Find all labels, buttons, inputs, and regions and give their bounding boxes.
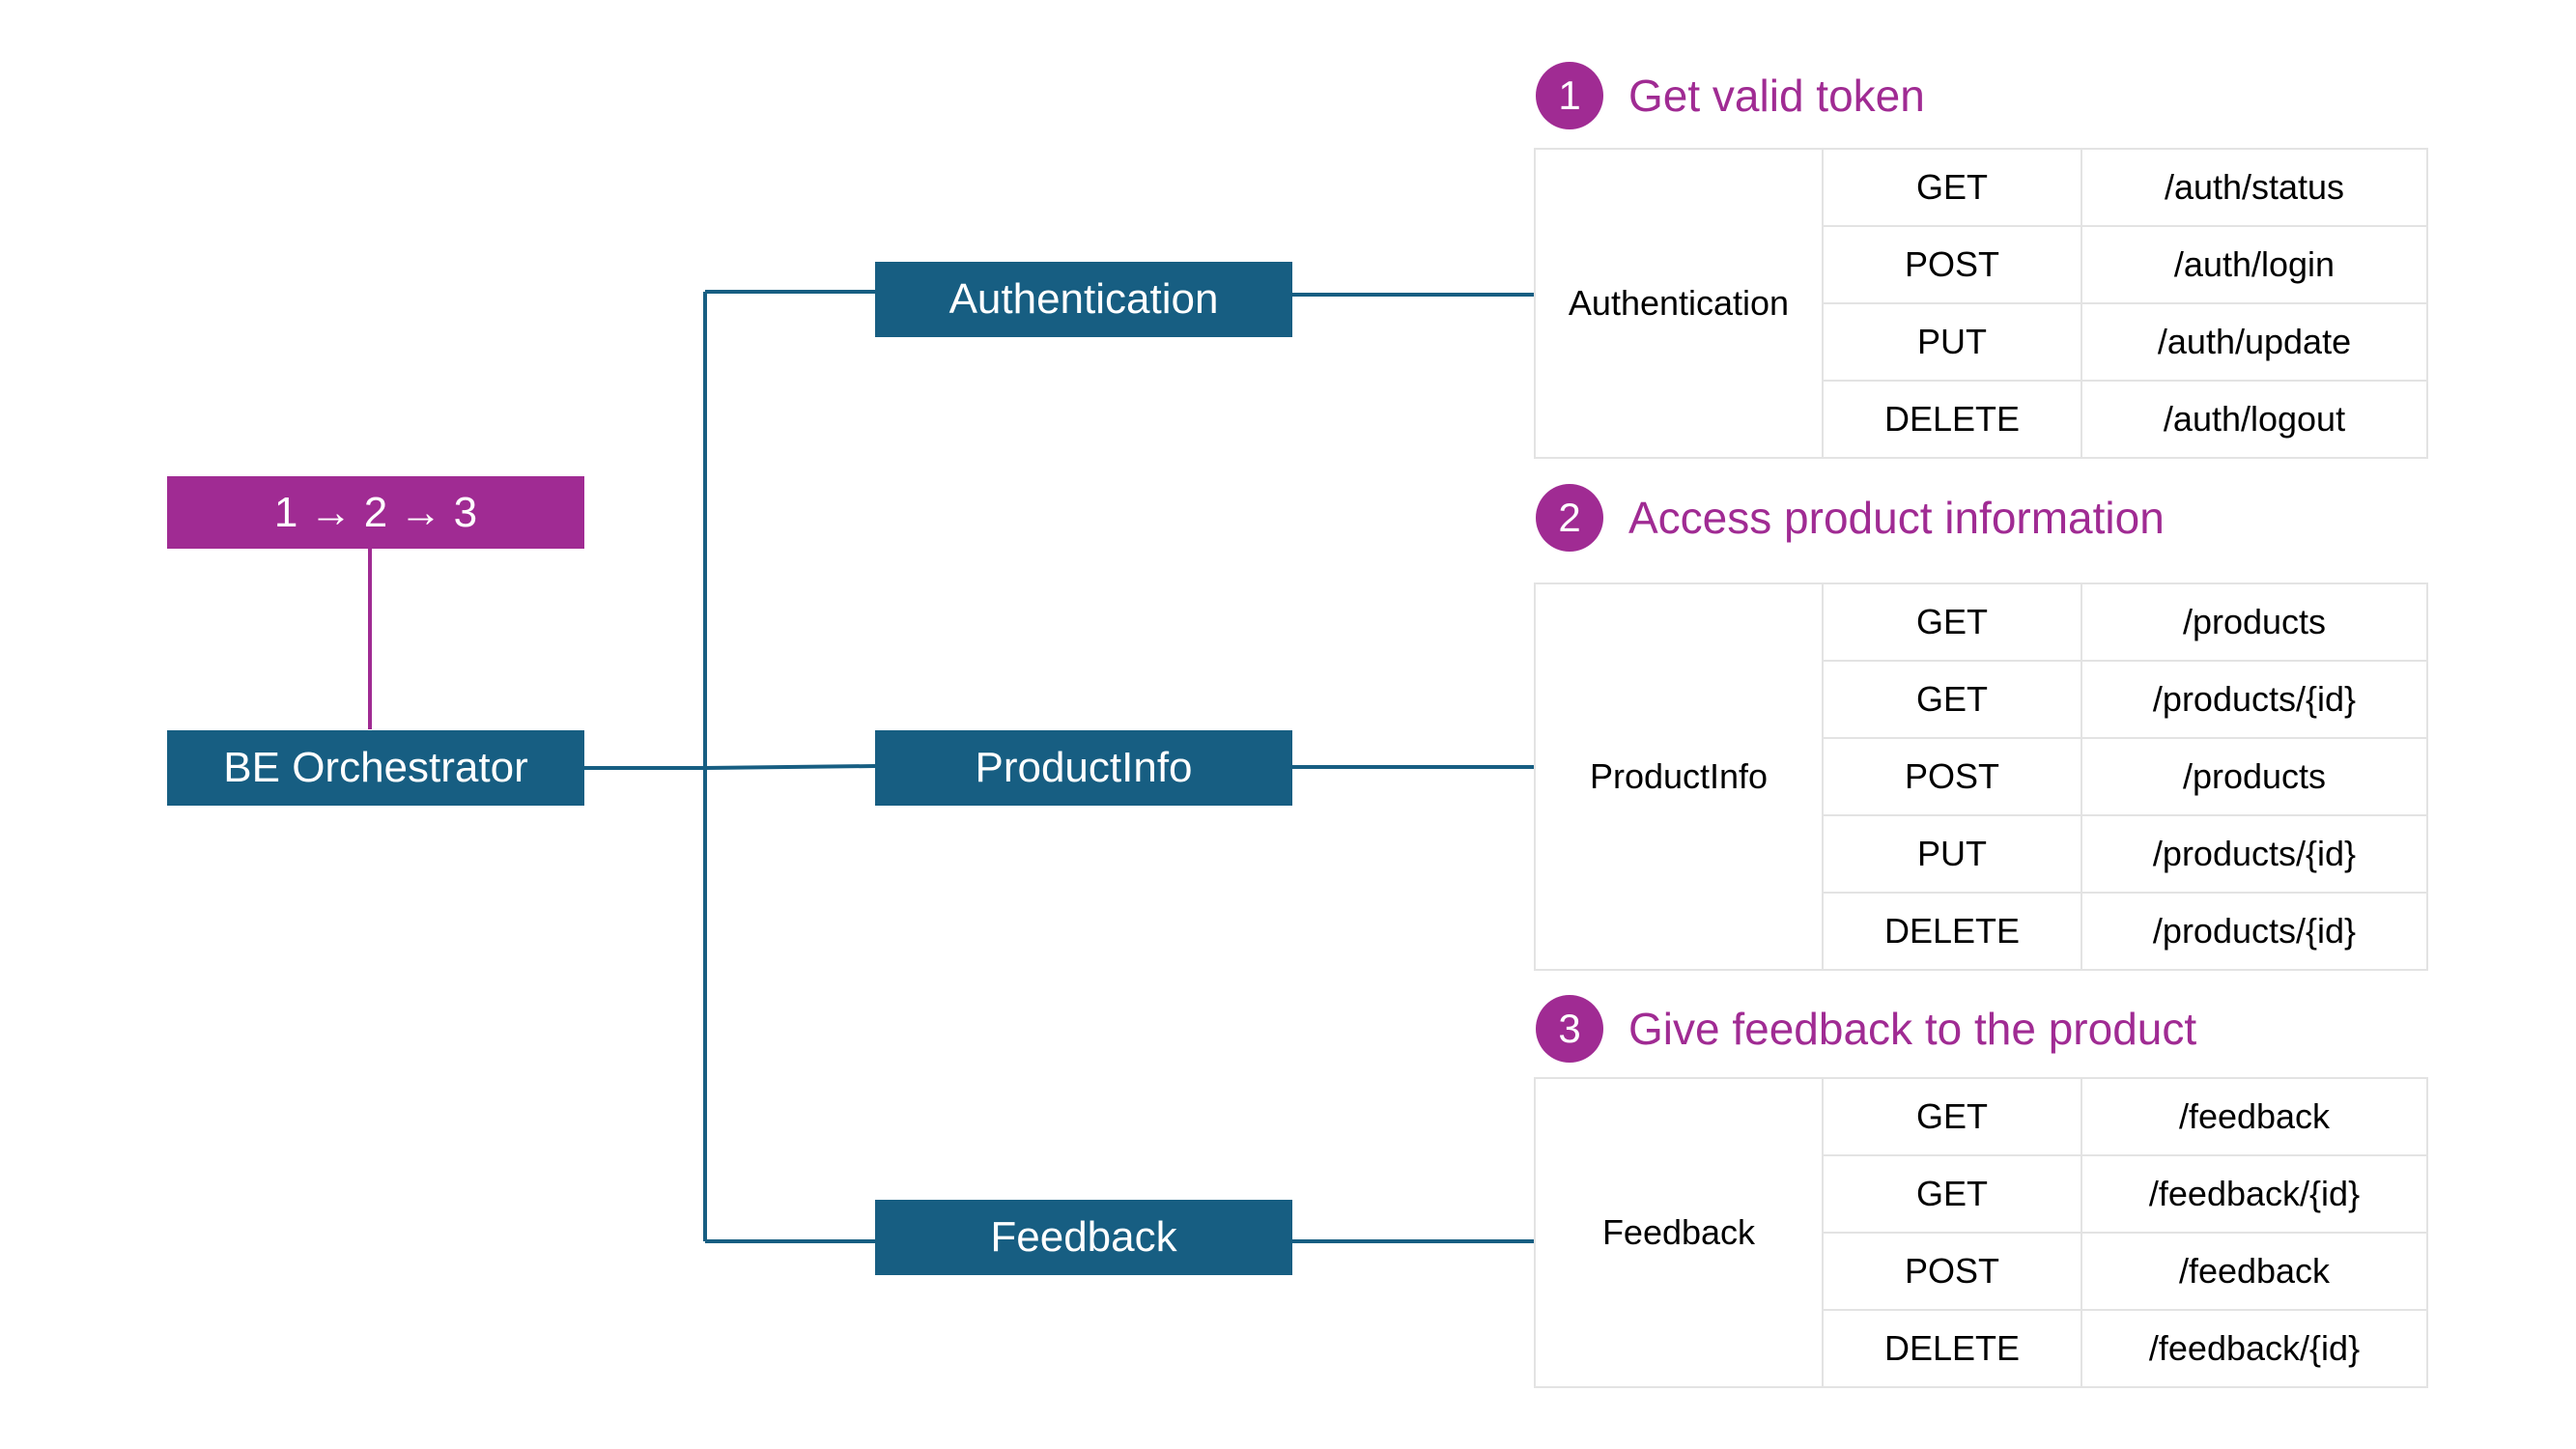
endpoint-table-authentication: Authentication GET /auth/status POST /au… [1534, 148, 2428, 459]
path-cell: /products/{id} [2081, 814, 2428, 894]
table-row: GET /feedback/{id} [1535, 1154, 2428, 1234]
method-cell: GET [1822, 660, 2082, 739]
path-cell: /products/{id} [2081, 660, 2428, 739]
step-1-title: Get valid token [1628, 71, 1925, 121]
endpoint-table-productinfo: ProductInfo GET /products GET /products/… [1534, 582, 2428, 971]
path-cell: /auth/status [2081, 148, 2428, 227]
path-cell: /products/{id} [2081, 892, 2428, 971]
step-3-title: Give feedback to the product [1628, 1004, 2197, 1054]
table-row: Feedback GET /feedback [1534, 1077, 2428, 1388]
method-cell: DELETE [1822, 1309, 2082, 1388]
step-3-heading: 3 Give feedback to the product [1536, 995, 2196, 1063]
service-box-authentication: Authentication [875, 262, 1292, 337]
method-cell: PUT [1822, 814, 2082, 894]
table-row: POST /feedback [1535, 1232, 2428, 1311]
method-cell: DELETE [1822, 380, 2082, 459]
method-cell: POST [1822, 737, 2082, 816]
path-cell: /products [2081, 737, 2428, 816]
path-cell: /feedback [2081, 1077, 2428, 1156]
sequence-box: 1 → 2 → 3 [167, 476, 584, 549]
table-row: ProductInfo GET /products [1534, 582, 2428, 971]
table-row: PUT /auth/update [1535, 302, 2428, 382]
table-row: DELETE /auth/logout [1535, 380, 2428, 459]
path-cell: /feedback/{id} [2081, 1154, 2428, 1234]
method-cell: DELETE [1822, 892, 2082, 971]
path-cell: /feedback [2081, 1232, 2428, 1311]
method-cell: POST [1822, 1232, 2082, 1311]
method-cell: PUT [1822, 302, 2082, 382]
table-row: DELETE /feedback/{id} [1535, 1309, 2428, 1388]
method-cell: GET [1822, 582, 2082, 662]
path-cell: /auth/update [2081, 302, 2428, 382]
table-row: POST /products [1535, 737, 2428, 816]
table-row: POST /auth/login [1535, 225, 2428, 304]
service-box-productinfo: ProductInfo [875, 730, 1292, 806]
path-cell: /auth/logout [2081, 380, 2428, 459]
orchestrator-box: BE Orchestrator [167, 730, 584, 806]
table-row: Authentication GET /auth/status [1534, 148, 2428, 459]
step-1-badge: 1 [1536, 62, 1603, 129]
table-service-cell: Authentication [1534, 148, 1824, 459]
service-box-feedback: Feedback [875, 1200, 1292, 1275]
step-2-badge: 2 [1536, 484, 1603, 552]
method-cell: POST [1822, 225, 2082, 304]
step-2-heading: 2 Access product information [1536, 484, 2165, 552]
table-row: DELETE /products/{id} [1535, 892, 2428, 971]
table-row: PUT /products/{id} [1535, 814, 2428, 894]
method-cell: GET [1822, 1154, 2082, 1234]
step-3-badge: 3 [1536, 995, 1603, 1063]
method-cell: GET [1822, 148, 2082, 227]
table-service-cell: ProductInfo [1534, 582, 1824, 971]
path-cell: /feedback/{id} [2081, 1309, 2428, 1388]
table-service-cell: Feedback [1534, 1077, 1824, 1388]
trunk-to-productinfo-line [704, 764, 876, 770]
endpoint-table-feedback: Feedback GET /feedback GET /feedback/{id… [1534, 1077, 2428, 1388]
method-cell: GET [1822, 1077, 2082, 1156]
table-row: GET /products/{id} [1535, 660, 2428, 739]
step-2-title: Access product information [1628, 493, 2165, 543]
path-cell: /auth/login [2081, 225, 2428, 304]
step-1-heading: 1 Get valid token [1536, 62, 1925, 129]
path-cell: /products [2081, 582, 2428, 662]
